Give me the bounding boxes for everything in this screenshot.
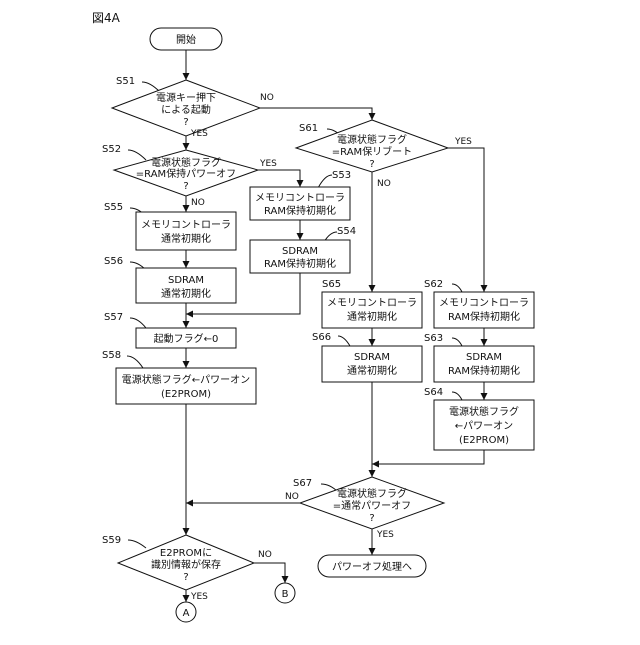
decision-s67-no: NO bbox=[285, 492, 299, 502]
decision-s59-yes: YES bbox=[190, 592, 208, 602]
decision-s67-yes: YES bbox=[376, 530, 394, 540]
decision-s51-line-2: による起動 bbox=[161, 103, 211, 116]
start-terminal: 開始 bbox=[150, 28, 222, 50]
decision-s61-line-1: 電源状態フラグ bbox=[337, 133, 407, 146]
decision-s61-line-3: ? bbox=[369, 159, 374, 170]
decision-s67: 電源状態フラグ =通常パワーオフ ? S67 NO YES bbox=[285, 477, 444, 540]
process-s58-step: S58 bbox=[102, 350, 121, 361]
process-s56-step: S56 bbox=[104, 256, 123, 267]
decision-s67-line-2: =通常パワーオフ bbox=[333, 499, 411, 512]
decision-s61-yes: YES bbox=[454, 137, 472, 147]
process-s55-step: S55 bbox=[104, 202, 123, 213]
decision-s51: 電源キー押下 による起動 ? S51 NO YES bbox=[112, 76, 274, 139]
decision-s51-yes: YES bbox=[190, 129, 208, 139]
start-label: 開始 bbox=[176, 33, 196, 46]
process-s56-line-1: SDRAM bbox=[168, 275, 204, 286]
decision-s59-line-3: ? bbox=[183, 572, 188, 583]
process-s65-step: S65 bbox=[322, 279, 341, 290]
process-s57-step: S57 bbox=[104, 312, 123, 323]
process-s54-line-2: RAM保持初期化 bbox=[264, 257, 336, 270]
process-s64-step: S64 bbox=[424, 387, 443, 398]
decision-s52-line-3: ? bbox=[183, 181, 188, 192]
process-s66-line-2: 通常初期化 bbox=[347, 364, 397, 377]
decision-s51-line-1: 電源キー押下 bbox=[156, 91, 216, 104]
process-s55: メモリコントローラ 通常初期化 S55 bbox=[104, 202, 236, 250]
process-s54-step: S54 bbox=[337, 226, 356, 237]
decision-s52-yes: YES bbox=[259, 159, 277, 169]
process-s62-step: S62 bbox=[424, 279, 443, 290]
process-s64: 電源状態フラグ ←パワーオン (E2PROM) S64 bbox=[424, 387, 534, 450]
process-s65-line-2: 通常初期化 bbox=[347, 310, 397, 323]
process-s54-line-1: SDRAM bbox=[282, 246, 318, 257]
decision-s61-no: NO bbox=[377, 179, 391, 189]
decision-s59-line-2: 識別情報が保存 bbox=[151, 558, 221, 571]
decision-s52-line-2: =RAM保持パワーオフ bbox=[136, 167, 236, 180]
process-s64-line-3: (E2PROM) bbox=[459, 435, 509, 446]
process-s63: SDRAM RAM保持初期化 S63 bbox=[424, 333, 534, 382]
decision-s51-no: NO bbox=[260, 93, 274, 103]
process-s53-step: S53 bbox=[332, 170, 351, 181]
decision-s51-step: S51 bbox=[116, 76, 135, 87]
decision-s59-line-1: E2PROMに bbox=[160, 547, 212, 559]
process-s64-line-1: 電源状態フラグ bbox=[449, 405, 519, 418]
process-s53: メモリコントローラ RAM保持初期化 S53 bbox=[250, 170, 351, 220]
decision-s61-step: S61 bbox=[299, 123, 318, 134]
decision-s61: 電源状態フラグ =RAM保リブート ? S61 YES NO bbox=[296, 120, 472, 189]
process-s57: 起動フラグ←0 S57 bbox=[104, 312, 236, 348]
process-s53-line-1: メモリコントローラ bbox=[255, 192, 345, 204]
process-s65-line-1: メモリコントローラ bbox=[327, 297, 417, 309]
process-s62: メモリコントローラ RAM保持初期化 S62 bbox=[424, 279, 534, 328]
process-s63-step: S63 bbox=[424, 333, 443, 344]
process-s66-line-1: SDRAM bbox=[354, 352, 390, 363]
decision-s61-line-2: =RAM保リブート bbox=[332, 145, 412, 158]
decision-s51-line-3: ? bbox=[183, 117, 188, 128]
process-s54: SDRAM RAM保持初期化 S54 bbox=[250, 226, 356, 273]
decision-s59-step: S59 bbox=[102, 535, 121, 546]
process-s66-step: S66 bbox=[312, 332, 331, 343]
connector-b-label: B bbox=[282, 589, 289, 600]
process-s55-line-2: 通常初期化 bbox=[161, 232, 211, 245]
process-s63-line-2: RAM保持初期化 bbox=[448, 364, 520, 377]
process-s62-line-2: RAM保持初期化 bbox=[448, 310, 520, 323]
process-s55-line-1: メモリコントローラ bbox=[141, 219, 231, 231]
connector-a: A bbox=[176, 602, 196, 622]
process-s57-line-1: 起動フラグ←0 bbox=[154, 332, 219, 345]
end-label: パワーオフ処理へ bbox=[332, 560, 412, 573]
process-s58-line-1: 電源状態フラグ←パワーオン bbox=[122, 373, 250, 386]
connector-a-label: A bbox=[183, 608, 190, 619]
decision-s67-step: S67 bbox=[293, 478, 312, 489]
decision-s59: E2PROMに 識別情報が保存 ? S59 NO YES bbox=[102, 535, 272, 602]
decision-s67-line-3: ? bbox=[369, 513, 374, 524]
decision-s52-no: NO bbox=[191, 198, 205, 208]
process-s62-line-1: メモリコントローラ bbox=[439, 297, 529, 309]
process-s58: 電源状態フラグ←パワーオン (E2PROM) S58 bbox=[102, 350, 256, 404]
process-s64-line-2: ←パワーオン bbox=[455, 420, 513, 432]
process-s63-line-1: SDRAM bbox=[466, 352, 502, 363]
process-s56-line-2: 通常初期化 bbox=[161, 287, 211, 300]
figure-label: 図4A bbox=[92, 11, 121, 25]
end-terminal: パワーオフ処理へ bbox=[318, 555, 426, 577]
decision-s67-line-1: 電源状態フラグ bbox=[337, 487, 407, 500]
decision-s59-no: NO bbox=[258, 550, 272, 560]
decision-s52-step: S52 bbox=[102, 144, 121, 155]
process-s53-line-2: RAM保持初期化 bbox=[264, 204, 336, 217]
connector-b: B bbox=[275, 583, 295, 603]
process-s56: SDRAM 通常初期化 S56 bbox=[104, 256, 236, 303]
process-s58-line-2: (E2PROM) bbox=[161, 389, 211, 400]
decision-s52-line-1: 電源状態フラグ bbox=[151, 156, 221, 169]
process-s66: SDRAM 通常初期化 S66 bbox=[312, 332, 422, 382]
